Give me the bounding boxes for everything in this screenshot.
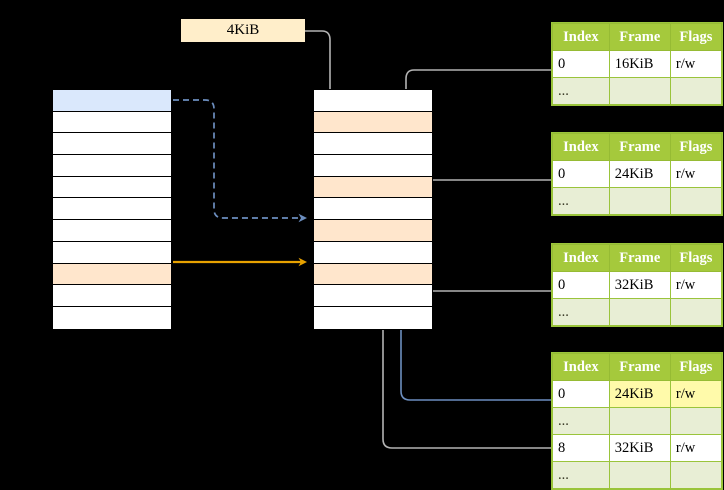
physical-cell-1[interactable] bbox=[314, 111, 432, 134]
virtual-cell-8[interactable] bbox=[53, 263, 171, 286]
virtual-cell-5[interactable] bbox=[53, 198, 171, 221]
table-header-row: Index Frame Flags bbox=[552, 353, 723, 381]
cell-frame: 32KiB bbox=[608, 434, 671, 462]
virtual-cell-7[interactable] bbox=[53, 241, 171, 264]
virtual-cell-2[interactable] bbox=[53, 133, 171, 156]
physical-cell-0[interactable] bbox=[314, 90, 432, 112]
page-table-4: Index Frame Flags 0 24KiB r/w ... 8 32Ki… bbox=[551, 352, 723, 490]
cell-frame: 24KiB bbox=[608, 160, 671, 188]
cell-flags bbox=[669, 407, 723, 435]
col-header-frame: Frame bbox=[608, 23, 671, 51]
table-row[interactable]: ... bbox=[552, 407, 723, 435]
cell-flags bbox=[669, 187, 723, 215]
physical-cell-3[interactable] bbox=[314, 155, 432, 177]
cell-index: ... bbox=[552, 298, 610, 326]
table-row[interactable]: 0 24KiB r/w bbox=[552, 160, 723, 188]
cell-frame bbox=[608, 407, 671, 435]
physical-cell-6[interactable] bbox=[314, 220, 432, 242]
cell-frame bbox=[608, 187, 671, 215]
col-header-flags: Flags bbox=[669, 133, 723, 161]
cell-index: 8 bbox=[552, 434, 610, 462]
virtual-cell-9[interactable] bbox=[53, 285, 171, 307]
physical-cell-2[interactable] bbox=[314, 133, 432, 156]
table-row[interactable]: 0 16KiB r/w bbox=[552, 50, 723, 78]
col-header-flags: Flags bbox=[669, 23, 723, 51]
cell-flags bbox=[669, 298, 723, 326]
physical-cell-8[interactable] bbox=[314, 263, 432, 286]
col-header-frame: Frame bbox=[608, 244, 671, 272]
cell-flags: r/w bbox=[669, 434, 723, 462]
table-row[interactable]: ... bbox=[552, 461, 723, 489]
table-header-row: Index Frame Flags bbox=[552, 23, 723, 51]
virtual-cell-10[interactable] bbox=[53, 306, 171, 329]
col-header-index: Index bbox=[552, 133, 610, 161]
cell-frame: 16KiB bbox=[608, 50, 671, 78]
virtual-cell-0[interactable] bbox=[53, 90, 171, 112]
size-label-4kib: 4KiB bbox=[181, 19, 305, 42]
physical-cell-9[interactable] bbox=[314, 285, 432, 307]
col-header-index: Index bbox=[552, 23, 610, 51]
table-row[interactable]: ... bbox=[552, 298, 723, 326]
cell-flags: r/w bbox=[669, 271, 723, 299]
cell-index: 0 bbox=[552, 160, 610, 188]
physical-memory-column bbox=[313, 89, 433, 330]
table-header-row: Index Frame Flags bbox=[552, 244, 723, 272]
physical-cell-4[interactable] bbox=[314, 176, 432, 199]
table-row[interactable]: ... bbox=[552, 77, 723, 105]
cell-index: ... bbox=[552, 461, 610, 489]
wire-virtual-to-physical-dashed bbox=[173, 99, 307, 223]
cell-index: 0 bbox=[552, 50, 610, 78]
virtual-cell-3[interactable] bbox=[53, 155, 171, 177]
cell-frame: 24KiB bbox=[608, 380, 671, 408]
table-row[interactable]: 0 32KiB r/w bbox=[552, 271, 723, 299]
page-table-1: Index Frame Flags 0 16KiB r/w ... bbox=[551, 22, 723, 106]
table-row[interactable]: 0 24KiB r/w bbox=[552, 380, 723, 408]
cell-index: 0 bbox=[552, 380, 610, 408]
physical-cell-5[interactable] bbox=[314, 198, 432, 221]
virtual-cell-1[interactable] bbox=[53, 111, 171, 134]
cell-frame bbox=[608, 298, 671, 326]
table-row[interactable]: ... bbox=[552, 187, 723, 215]
cell-index: ... bbox=[552, 187, 610, 215]
col-header-index: Index bbox=[552, 353, 610, 381]
table-header-row: Index Frame Flags bbox=[552, 133, 723, 161]
wire-table2-to-frame bbox=[417, 179, 551, 222]
cell-frame bbox=[608, 461, 671, 489]
cell-index: ... bbox=[552, 407, 610, 435]
virtual-cell-4[interactable] bbox=[53, 176, 171, 199]
col-header-flags: Flags bbox=[669, 244, 723, 272]
col-header-frame: Frame bbox=[608, 353, 671, 381]
cell-flags: r/w bbox=[669, 50, 723, 78]
physical-cell-7[interactable] bbox=[314, 241, 432, 264]
page-table-2: Index Frame Flags 0 24KiB r/w ... bbox=[551, 132, 723, 216]
col-header-flags: Flags bbox=[669, 353, 723, 381]
cell-flags bbox=[669, 77, 723, 105]
virtual-cell-6[interactable] bbox=[53, 220, 171, 242]
cell-frame: 32KiB bbox=[608, 271, 671, 299]
physical-cell-10[interactable] bbox=[314, 306, 432, 329]
virtual-address-space-column bbox=[52, 89, 172, 330]
cell-flags bbox=[669, 461, 723, 489]
page-table-3: Index Frame Flags 0 32KiB r/w ... bbox=[551, 243, 723, 327]
cell-frame bbox=[608, 77, 671, 105]
cell-index: ... bbox=[552, 77, 610, 105]
col-header-index: Index bbox=[552, 244, 610, 272]
cell-index: 0 bbox=[552, 271, 610, 299]
table-row[interactable]: 8 32KiB r/w bbox=[552, 434, 723, 462]
cell-flags: r/w bbox=[669, 160, 723, 188]
cell-flags: r/w bbox=[669, 380, 723, 408]
col-header-frame: Frame bbox=[608, 133, 671, 161]
